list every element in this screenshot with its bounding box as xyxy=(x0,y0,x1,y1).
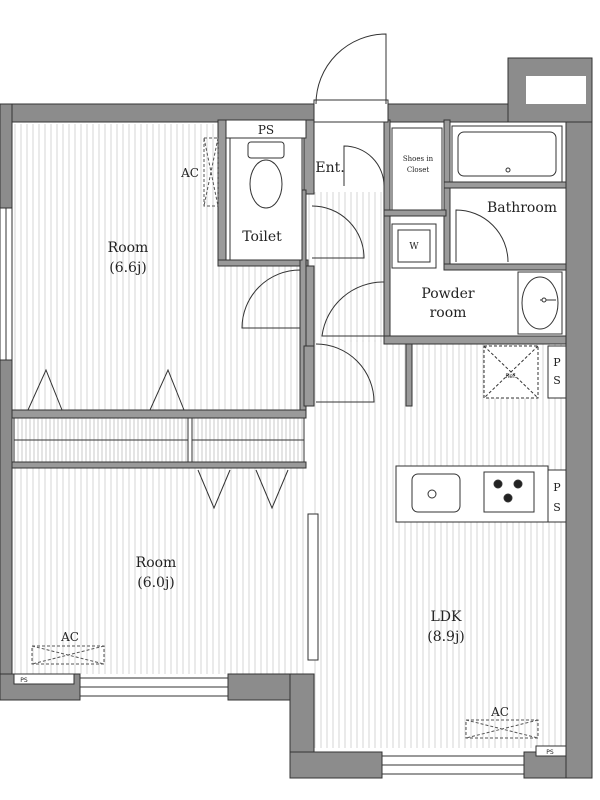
ps-right1-a: P xyxy=(553,356,561,369)
toilet-door[interactable] xyxy=(311,205,365,259)
ps-top-box xyxy=(225,119,307,139)
labels: PS AC Toilet Ent. Shoes in Closet Bathro… xyxy=(20,123,561,756)
hall-floor xyxy=(306,192,384,342)
toilet-fixture xyxy=(229,125,303,261)
washing-machine xyxy=(391,223,437,269)
bathroom-door[interactable] xyxy=(455,209,509,263)
powder-room-door[interactable] xyxy=(321,281,385,337)
entrance-inner-door[interactable] xyxy=(343,145,385,187)
ref-label: Ref. xyxy=(505,373,516,380)
ac-room1-label: AC xyxy=(180,166,199,180)
washbasin xyxy=(517,271,563,335)
room2-floor xyxy=(12,466,306,674)
window-ldk-side xyxy=(307,513,319,661)
closet-shelves xyxy=(13,368,305,510)
shoes-closet-label-line1: Shoes in xyxy=(403,155,434,163)
room2-name: Room xyxy=(136,555,177,571)
powder-room-label-line1: Powder xyxy=(421,286,475,302)
ldk-floor xyxy=(314,340,566,748)
ac-ldk-label: AC xyxy=(490,705,509,719)
windows xyxy=(0,207,525,775)
room1-name: Room xyxy=(108,240,149,256)
bathtub xyxy=(451,125,563,183)
ldk-size: (8.9j) xyxy=(427,629,465,645)
ps-right2-a: P xyxy=(553,481,561,494)
kitchen-counter xyxy=(395,465,549,523)
ps-right1-b: S xyxy=(553,374,561,387)
ac-room2-label: AC xyxy=(60,630,79,644)
room1-door[interactable] xyxy=(241,269,301,329)
bathroom-label: Bathroom xyxy=(487,200,557,216)
refrigerator-space xyxy=(483,345,539,399)
notch-inner xyxy=(526,76,586,104)
washer-label: W xyxy=(409,242,419,252)
ps-bottom-right-label: PS xyxy=(546,749,554,756)
toilet-label: Toilet xyxy=(242,229,282,245)
ps-boxes xyxy=(13,345,567,757)
room2-size: (6.0j) xyxy=(137,575,175,591)
outer-walls xyxy=(0,57,593,779)
ps-right2-b: S xyxy=(553,501,561,514)
shoes-closet xyxy=(391,127,443,211)
ldk-name: LDK xyxy=(431,609,463,625)
ps-bottom-left-label: PS xyxy=(20,677,28,684)
room1-size: (6.6j) xyxy=(109,260,147,276)
ac-units xyxy=(31,137,539,739)
ps-top-label: PS xyxy=(258,123,274,137)
entrance-door[interactable] xyxy=(313,33,389,123)
ldk-door[interactable] xyxy=(315,343,375,403)
shoes-closet-label-line2: Closet xyxy=(407,166,430,174)
powder-room-label-line2: room xyxy=(430,305,467,321)
ent-label: Ent. xyxy=(315,160,344,176)
